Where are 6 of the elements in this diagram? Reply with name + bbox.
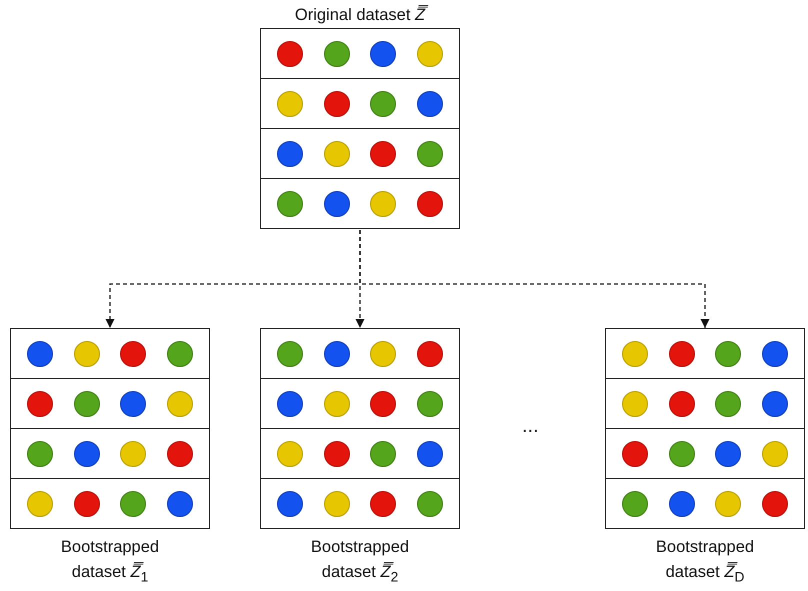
dataset-caption: Bootstrapped dataset Z̿$_{1}$ [60, 537, 160, 586]
dataset-caption: Original dataset Z̿ [260, 3, 460, 28]
dataset-caption: Bootstrapped dataset Z̿$_{D}$ [654, 537, 756, 586]
dashed-arrow [359, 230, 710, 328]
ellipsis-label: ... [522, 415, 539, 438]
dataset-caption: Bootstrapped dataset Z̿$_{2}$ [310, 537, 410, 586]
